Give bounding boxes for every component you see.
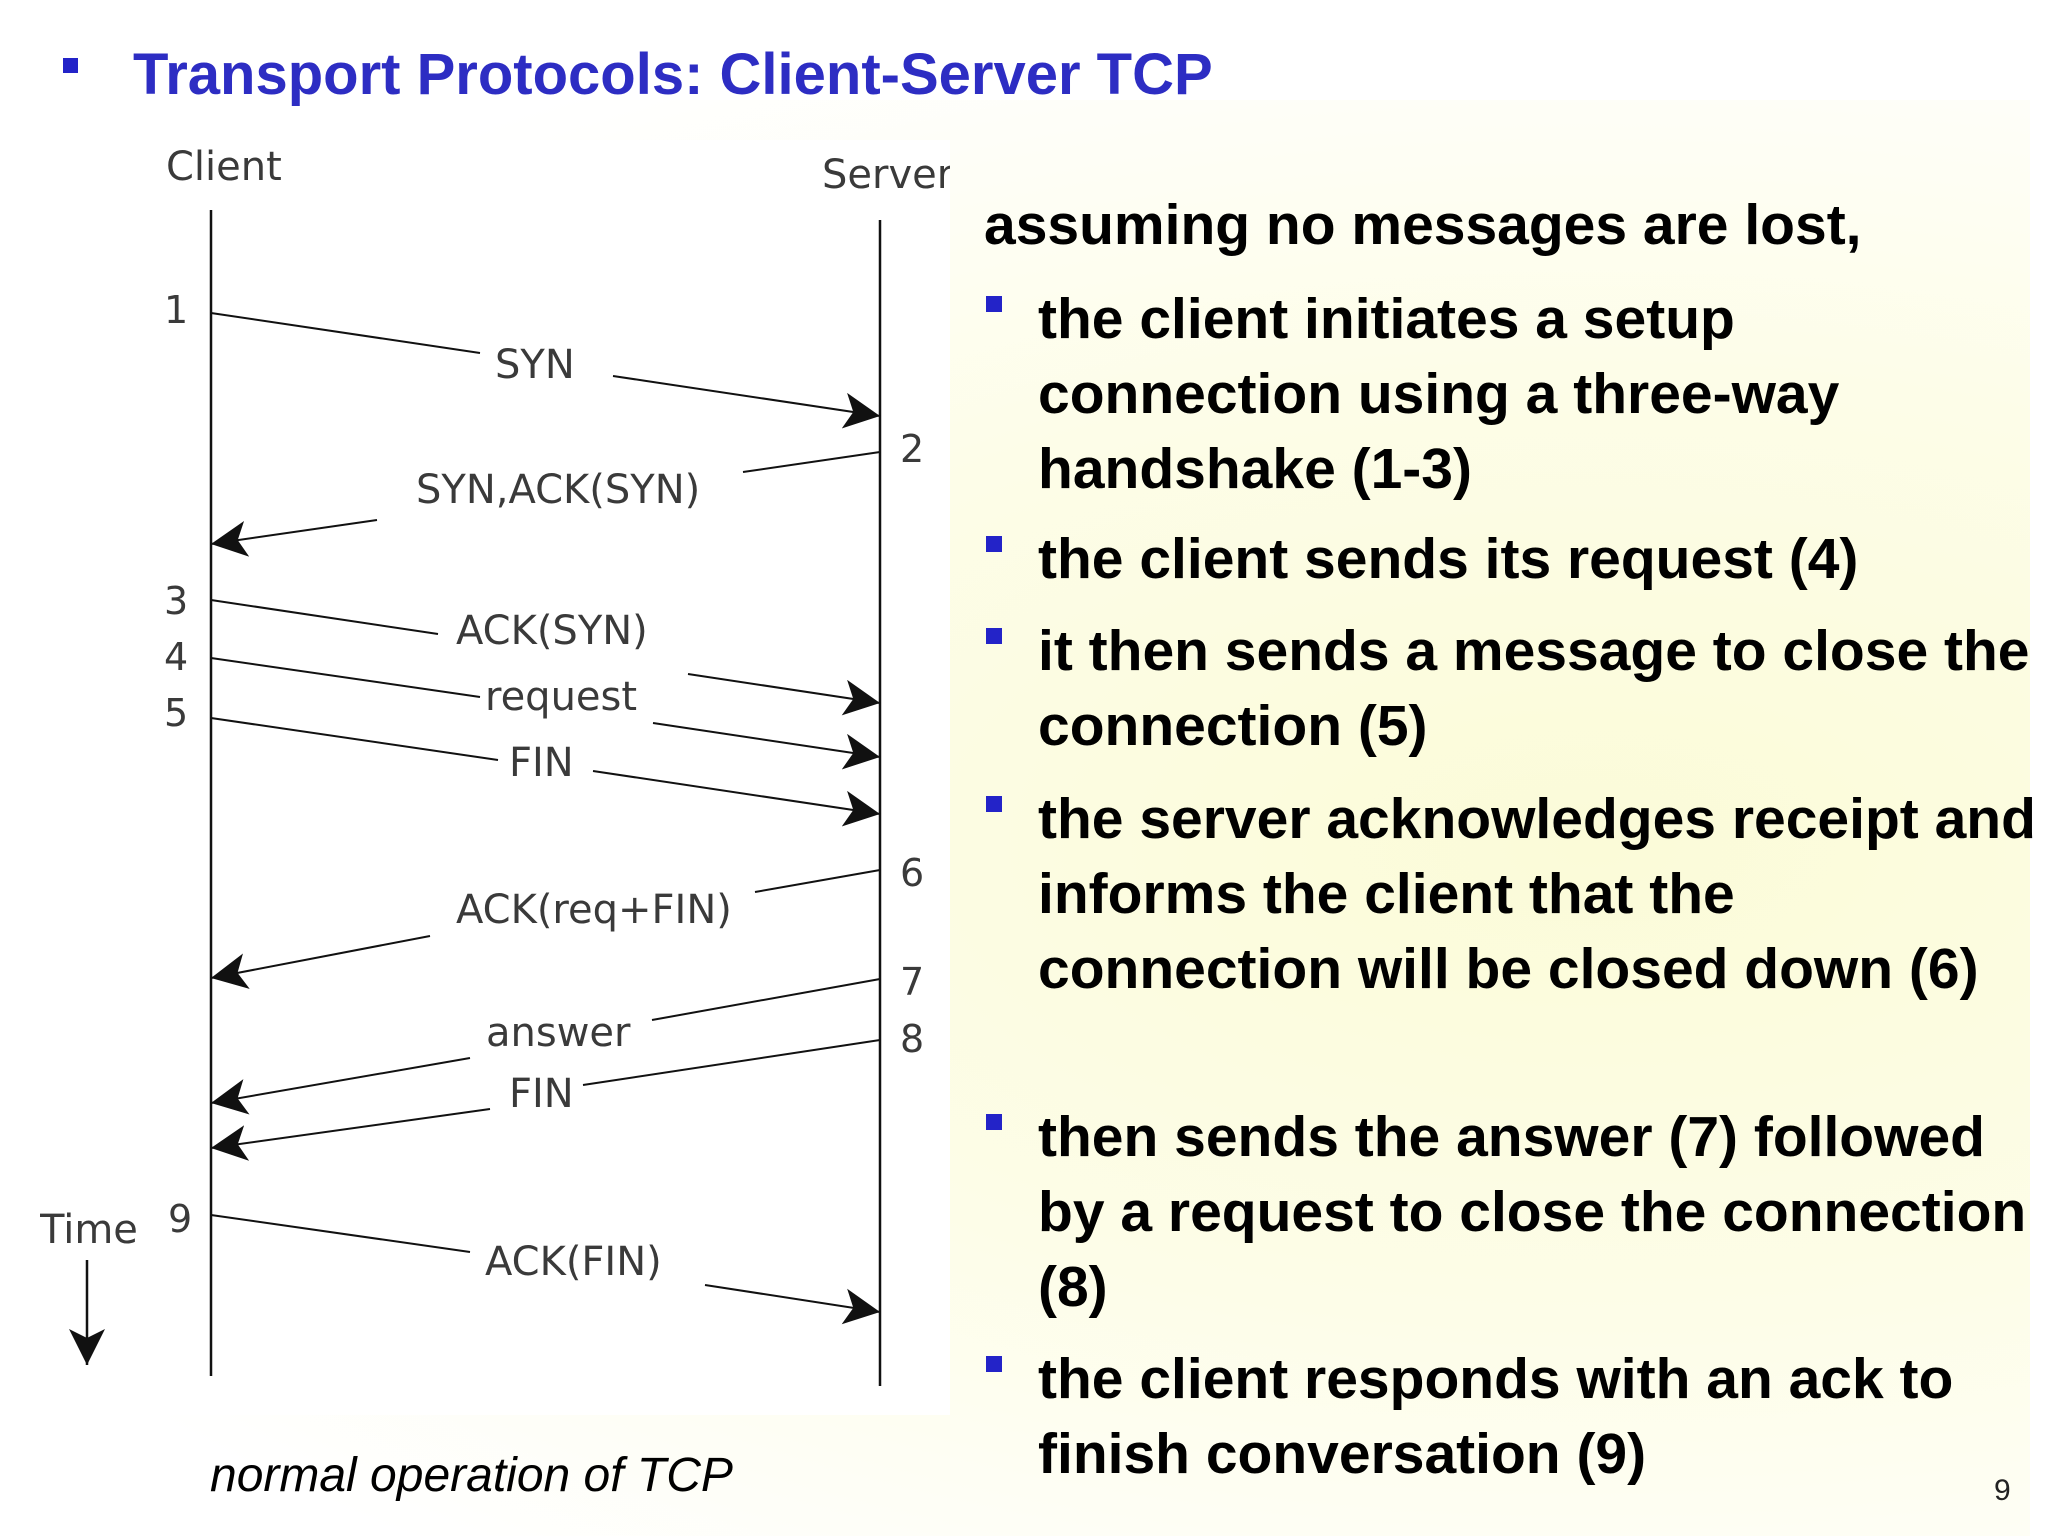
tcp-sequence-diagram: Client Server Time 1 2 3 4 5 6 7 8 9 SYN… bbox=[40, 144, 950, 1386]
step-number-3: 3 bbox=[164, 579, 188, 623]
msg-fin-client-label: FIN bbox=[509, 740, 574, 786]
ack-req-fin-arrow bbox=[210, 935, 431, 989]
bullet-square-icon bbox=[986, 628, 1002, 644]
step-number-9: 9 bbox=[168, 1197, 192, 1241]
bullet-text: it then sends a message to close the con… bbox=[1038, 619, 2030, 758]
step-number-4: 4 bbox=[164, 635, 188, 679]
bullet-item: then sends the answer (7) followed by a … bbox=[986, 1100, 2036, 1325]
fin-client-line-start bbox=[210, 717, 499, 761]
msg-syn-label: SYN bbox=[495, 342, 575, 388]
fin-server-line-start bbox=[582, 1039, 881, 1086]
bullet-square-icon bbox=[986, 296, 1002, 312]
step-number-5: 5 bbox=[164, 691, 188, 735]
msg-fin-server-label: FIN bbox=[509, 1071, 574, 1117]
bullet-text: then sends the answer (7) followed by a … bbox=[1038, 1105, 2027, 1319]
step-number-8: 8 bbox=[900, 1017, 924, 1061]
fin-client-arrow bbox=[592, 770, 881, 827]
server-label: Server bbox=[822, 152, 950, 198]
syn-arrow bbox=[612, 375, 881, 429]
msg-answer-label: answer bbox=[486, 1010, 631, 1056]
ack-syn-line-start bbox=[210, 599, 439, 635]
step-number-7: 7 bbox=[900, 960, 924, 1004]
diagram-panel: Client Server Time 1 2 3 4 5 6 7 8 9 SYN… bbox=[40, 140, 950, 1415]
msg-ack-req-fin-label: ACK(req+FIN) bbox=[456, 887, 732, 933]
syn-line-start bbox=[210, 312, 481, 354]
synack-line-start bbox=[742, 451, 881, 473]
bullet-square-icon bbox=[986, 1114, 1002, 1130]
ack-fin-arrow bbox=[704, 1284, 881, 1325]
bullet-text: the client sends its request (4) bbox=[1038, 527, 1859, 591]
answer-line-start bbox=[651, 978, 881, 1021]
answer-arrow bbox=[210, 1057, 471, 1115]
step-number-6: 6 bbox=[900, 851, 924, 895]
synack-arrow bbox=[210, 519, 378, 557]
slide-title: Transport Protocols: Client-Server TCP bbox=[133, 42, 1213, 107]
bullet-square-icon bbox=[986, 796, 1002, 812]
msg-synack-label: SYN,ACK(SYN) bbox=[416, 467, 700, 513]
title-bullet bbox=[63, 58, 78, 73]
bullet-text: the server acknowledges receipt and info… bbox=[1038, 787, 2036, 1001]
time-label: Time bbox=[40, 1207, 138, 1253]
step-number-2: 2 bbox=[900, 427, 924, 471]
ack-syn-arrow bbox=[687, 673, 881, 716]
step-number-1: 1 bbox=[164, 288, 188, 332]
request-line-start bbox=[210, 657, 481, 698]
client-label: Client bbox=[166, 144, 282, 190]
msg-ack-fin-label: ACK(FIN) bbox=[485, 1239, 662, 1285]
diagram-caption: normal operation of TCP bbox=[210, 1449, 733, 1502]
bullet-item: the client initiates a setup connection … bbox=[986, 282, 2036, 507]
bullet-item: the server acknowledges receipt and info… bbox=[986, 782, 2036, 1007]
request-arrow bbox=[652, 722, 881, 770]
bullet-item: it then sends a message to close the con… bbox=[986, 614, 2036, 764]
ack-req-fin-line-start bbox=[754, 869, 881, 893]
ack-fin-line-start bbox=[210, 1214, 471, 1253]
fin-server-arrow bbox=[210, 1108, 491, 1161]
bullet-item: the client responds with an ack to finis… bbox=[986, 1342, 2036, 1492]
intro-text: assuming no messages are lost, bbox=[984, 193, 1862, 257]
msg-request-label: request bbox=[485, 674, 637, 720]
msg-ack-syn-label: ACK(SYN) bbox=[456, 608, 648, 654]
bullet-text: the client initiates a setup connection … bbox=[1038, 287, 1840, 501]
bullet-square-icon bbox=[986, 1356, 1002, 1372]
page-number: 9 bbox=[1994, 1474, 2011, 1507]
bullet-square-icon bbox=[986, 536, 1002, 552]
bullet-item: the client sends its request (4) bbox=[986, 522, 2036, 597]
bullet-text: the client responds with an ack to finis… bbox=[1038, 1347, 1954, 1486]
